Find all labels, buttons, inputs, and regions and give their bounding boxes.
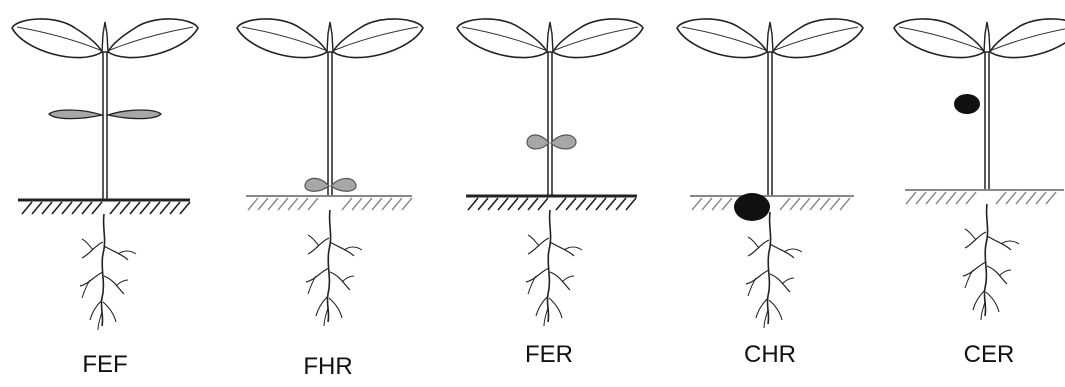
leaves [12, 19, 198, 58]
stem [768, 52, 772, 196]
cotyledon-pair [49, 110, 161, 119]
panel-fer [457, 19, 643, 326]
cotyledon-pair [305, 178, 356, 191]
leaves [237, 19, 423, 58]
seed-body [954, 94, 980, 114]
ground-hatch [248, 198, 412, 210]
stem [328, 52, 332, 196]
ground-hatch [22, 202, 190, 214]
roots [963, 204, 1019, 320]
stem [985, 52, 989, 190]
roots [306, 210, 362, 326]
label-chr: CHR [710, 341, 830, 369]
ground-hatch [692, 198, 850, 210]
stem [548, 52, 552, 196]
roots [746, 212, 802, 328]
roots [526, 210, 582, 326]
stem [103, 52, 107, 200]
label-fer: FER [489, 341, 609, 369]
seed-body [734, 193, 770, 221]
label-fhr: FHR [268, 353, 388, 381]
label-fef: FEF [45, 351, 165, 379]
panel-cer [894, 19, 1065, 320]
panel-fhr [237, 19, 423, 326]
leaves [894, 19, 1065, 58]
panel-chr [677, 19, 863, 328]
ground-hatch [468, 198, 636, 210]
panel-fef [12, 19, 198, 330]
ground-hatch [906, 192, 1056, 204]
label-cer: CER [929, 341, 1049, 369]
roots [80, 214, 136, 330]
leaves [457, 19, 643, 58]
leaves [677, 19, 863, 58]
